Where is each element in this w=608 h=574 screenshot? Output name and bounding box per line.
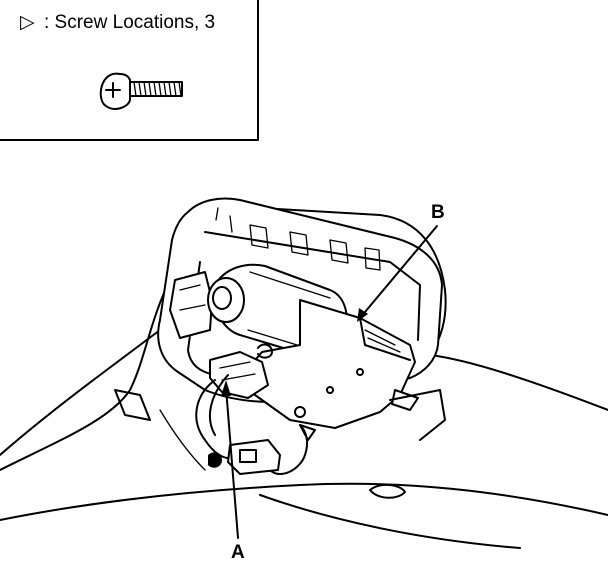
callout-b-arrowhead: [357, 308, 368, 322]
callout-a-leader: [225, 387, 239, 539]
wire-harness: [195, 379, 236, 460]
callout-a-arrowhead: [221, 380, 231, 396]
legend-box: ▷ : Screw Locations, 3: [0, 0, 259, 141]
callout-a-label: A: [231, 542, 245, 563]
screw-icon: [99, 72, 183, 110]
callout-b-label: B: [431, 202, 445, 223]
callout-b-leader: [359, 225, 438, 319]
legend-text: : Screw Locations, 3: [44, 12, 215, 33]
callout-b: B: [357, 202, 445, 322]
motor-unit-b: [244, 299, 416, 429]
legend-symbol: ▷: [20, 12, 35, 33]
illustration: [0, 197, 608, 549]
callout-a: A: [221, 380, 245, 563]
